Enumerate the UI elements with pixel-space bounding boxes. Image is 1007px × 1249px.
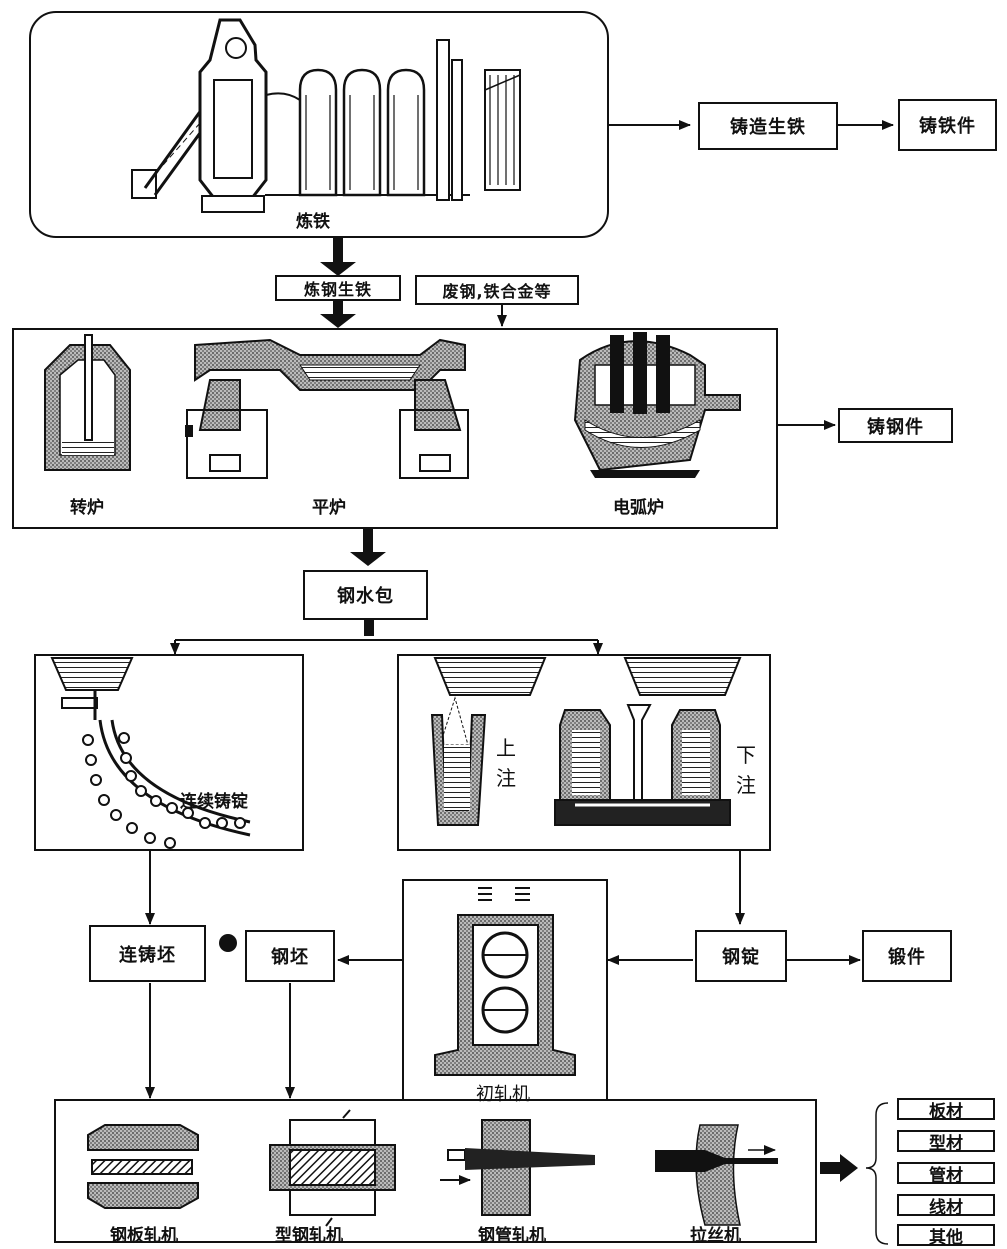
- ironmaking-panel: [29, 11, 609, 238]
- tube-mill-illustration: [440, 1119, 595, 1216]
- product-wire: 线材: [897, 1194, 995, 1218]
- blooming-mill-label: 初轧机: [476, 1084, 530, 1105]
- top-pour-label: 上注: [496, 736, 516, 790]
- ladle-box: 钢水包: [303, 570, 428, 620]
- casting-pig-iron-box: 铸造生铁: [698, 102, 838, 150]
- products-brace: [865, 1102, 889, 1245]
- ironmaking-label: 炼铁: [296, 212, 330, 232]
- product-other: 其他: [897, 1224, 995, 1248]
- furnace-label-converter: 转炉: [70, 498, 104, 518]
- blooming-mill-panel: [402, 879, 608, 1109]
- iron-castings-box: 铸铁件: [898, 99, 997, 151]
- product-plate: 板材: [897, 1098, 995, 1122]
- continuous-casting-panel: [34, 654, 304, 851]
- steel-pig-iron-box: 炼钢生铁: [275, 275, 401, 301]
- mill-label-wire: 拉丝机: [690, 1226, 741, 1246]
- product-section: 型材: [897, 1130, 995, 1154]
- plate-mill-illustration: [87, 1124, 199, 1209]
- wire-drawing-illustration: [655, 1124, 778, 1226]
- steelmaking-panel: [12, 328, 778, 529]
- ingot-box: 钢锭: [695, 930, 787, 982]
- cc-billet-box: 连铸坯: [89, 925, 206, 982]
- section-mill-illustration: [269, 1109, 396, 1227]
- mill-label-plate: 钢板轧机: [110, 1226, 178, 1246]
- billet-box: 钢坯: [245, 930, 335, 982]
- furnace-label-arc: 电弧炉: [613, 498, 664, 518]
- converter-illustration: [44, 334, 131, 471]
- bullet-dot: [219, 934, 237, 952]
- thick-arrow-ironmaking: [320, 237, 356, 328]
- scrap-alloys-box: 废钢,铁合金等: [415, 275, 579, 305]
- steel-castings-box: 铸钢件: [838, 408, 953, 443]
- product-tube: 管材: [897, 1162, 995, 1186]
- mill-label-section: 型钢轧机: [275, 1226, 343, 1246]
- thick-arrow-to-products: [820, 1154, 858, 1182]
- ingot-casting-panel: [397, 654, 771, 851]
- mill-label-tube: 钢管轧机: [478, 1226, 546, 1246]
- furnace-label-open-hearth: 平炉: [312, 498, 346, 518]
- bottom-pour-label: 下注: [736, 743, 756, 797]
- rolling-mills-panel: [54, 1099, 817, 1243]
- arc-furnace-illustration: [573, 332, 741, 478]
- continuous-casting-label: 连续铸锭: [180, 792, 248, 812]
- open-hearth-illustration: [185, 338, 469, 479]
- thick-arrow-steelmaking: [350, 528, 386, 566]
- ladle-split-lines: [170, 620, 603, 655]
- forgings-box: 锻件: [862, 930, 952, 982]
